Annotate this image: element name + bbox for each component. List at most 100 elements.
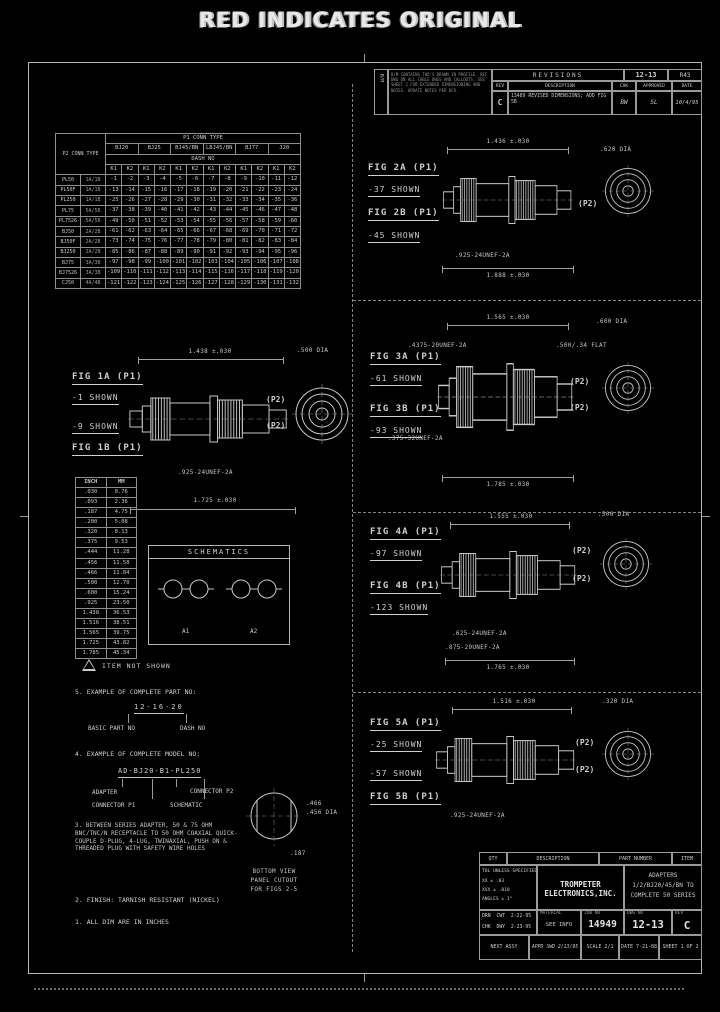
p1-dash-cell: -58 (251, 215, 269, 228)
date-cell: DATE 7-21-88 (619, 935, 659, 960)
p1-dash-cell: -105 (234, 257, 253, 269)
p1-dash-cell: -43 (202, 205, 220, 217)
mm-table-cell: 5.08 (105, 517, 137, 529)
p1-dash-cell: -8 (218, 174, 237, 186)
cutout-dia-top: .466 (306, 800, 322, 807)
revision-note-cell: B/M CONTAINS THD'S DRAWN IN PROFILE. REF… (388, 69, 492, 115)
fig-3-p2-top: (P2) (570, 377, 590, 386)
p1-dash-cell: -33 (234, 195, 253, 207)
mm-table-cell: 11.28 (105, 547, 137, 559)
p1-dash-cell: -77 (169, 236, 188, 248)
p1-dash-cell: -83 (267, 236, 285, 248)
job-number-value: 14949 (588, 918, 617, 930)
center-divider-line (352, 84, 353, 952)
p1-row-fig: 3A/3B (80, 267, 106, 279)
rev-header-chk: CHK (612, 81, 636, 91)
p1-dash-cell: -126 (186, 277, 204, 290)
p1-dash-cell: -130 (251, 277, 269, 290)
fig-5-end-view-target (602, 728, 654, 780)
p1-dash-cell: -91 (202, 246, 220, 259)
parts-header-qty: QTY (479, 852, 507, 865)
note-4-schematic-label: SCHEMATIC (170, 802, 203, 809)
fig-5-p2-bottom: (P2) (575, 765, 595, 774)
p1-dash-cell: -60 (283, 215, 302, 228)
p1-dash-cell: -89 (169, 246, 188, 259)
p1-sub-header: K2 (218, 164, 237, 176)
p1-dash-cell: -16 (153, 184, 172, 197)
p1-dash-cell: -75 (137, 236, 155, 248)
p1-dash-cell: -71 (267, 226, 285, 238)
mm-table-cell: .466 (75, 567, 107, 579)
p1-dash-cell: -34 (251, 195, 269, 207)
p1-dash-cell: -85 (104, 246, 123, 259)
p1-dash-cell: -25 (104, 195, 123, 207)
fig-4-dimline-top (450, 522, 570, 529)
p1-dash-cell: -123 (137, 277, 155, 290)
mm-table-header: INCH (75, 476, 107, 489)
p1-dash-cell: -115 (202, 267, 220, 279)
p1-dash-cell: -100 (153, 257, 172, 269)
p1-dash-cell: -31 (202, 195, 220, 207)
mm-table-cell: .925 (75, 597, 107, 609)
p1-dash-cell: -88 (153, 246, 172, 259)
drawing-sheet-border (28, 62, 702, 974)
parts-header-qty-text: QTY (488, 856, 498, 862)
drawing-title-line-1: ADAPTERS (648, 872, 678, 879)
mm-table-cell: 36.53 (105, 607, 137, 619)
note-4-connector-p2-label: CONNECTOR P2 (190, 788, 234, 795)
fig-5-dia: .320 DIA (602, 698, 634, 705)
parts-header-description: DESCRIPTION (507, 852, 599, 865)
p1-dash-cell: -26 (121, 195, 139, 207)
p1-group-header: BJ45/BN (170, 143, 204, 155)
p1-dash-cell: -116 (218, 267, 237, 279)
mm-table-cell: 11.58 (105, 557, 137, 569)
p1-dash-cell: -73 (104, 236, 123, 248)
p1-dash-cell: -47 (267, 205, 285, 217)
fig-1a-label: FIG 1A (P1) (72, 372, 143, 386)
fig-1-end-view-target (292, 384, 352, 444)
mm-table-cell: 4.75 (105, 507, 137, 519)
mm-table-cell: .187 (75, 507, 107, 519)
fig-5a-shown: -25 SHOWN (370, 740, 423, 752)
p1-dash-cell: -39 (137, 205, 155, 217)
p1-row-label: BJ7526 (55, 267, 81, 279)
note-5-leader-right (186, 714, 187, 723)
p1-dash-cell: -108 (283, 257, 302, 269)
p1-row-label: BJ50F (55, 236, 81, 248)
p1-dash-cell: -104 (218, 257, 237, 269)
parts-header-description-text: DESCRIPTION (536, 856, 570, 862)
rev-header-rev: REV (492, 81, 508, 91)
p1-dash-cell: -51 (137, 215, 155, 228)
film-edge-dots (34, 988, 684, 990)
mm-table-cell: 45.34 (105, 648, 137, 660)
next-assy-text: NEXT ASSY (490, 944, 518, 950)
p1-dash-cell: -70 (251, 226, 269, 238)
fig-4a-shown: -97 SHOWN (370, 549, 423, 561)
note-5-example: 12-16-20 (134, 703, 184, 714)
fig-5-connector-drawing (435, 714, 577, 806)
doc-number: 12-13 (635, 71, 657, 79)
drawing-number-cell: DWG NO 12-13 (624, 910, 672, 935)
p1-dash-cell: -44 (218, 205, 237, 217)
p1-sub-header: K1 (169, 164, 188, 176)
p1-group-header: J20 (267, 143, 301, 155)
p1-dash-cell: -28 (153, 195, 172, 207)
note-5-leader-left (128, 714, 129, 723)
bm-side-label-text: B/M (378, 74, 384, 83)
p1-dash-cell: -87 (137, 246, 155, 259)
date-text: DATE 7-21-88 (620, 944, 658, 950)
p1-dash-cell: -122 (121, 277, 139, 290)
fold-mark (20, 516, 28, 517)
mm-table-header: MM (105, 476, 137, 489)
note-4-leader-1 (122, 779, 123, 787)
p1-dash-cell: -61 (104, 226, 123, 238)
p1-dash-cell: -101 (169, 257, 188, 269)
rev-header-approved: APPROVED (636, 81, 672, 91)
drawing-number-value: 12-13 (632, 918, 664, 931)
p1-dash-cell: -30 (186, 195, 204, 207)
